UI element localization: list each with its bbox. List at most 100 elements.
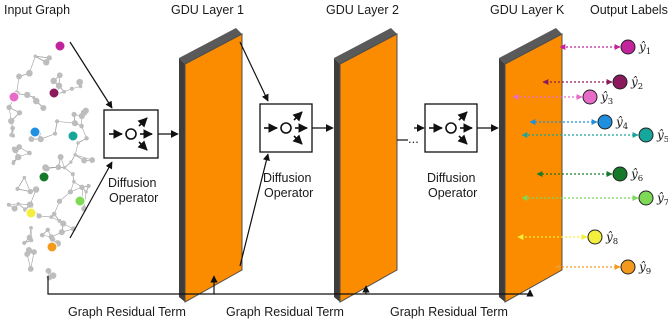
graph-node [50, 77, 57, 85]
graph-node [76, 78, 83, 86]
graph-node [31, 249, 37, 255]
graph-node [36, 213, 42, 219]
graph-node [22, 240, 27, 245]
graph-node [57, 218, 62, 223]
graph-node [11, 161, 16, 166]
graph-node [81, 157, 87, 164]
graph-node [28, 136, 35, 142]
residual-label-1: Graph Residual Term [68, 305, 186, 319]
output-label: ŷ6 [630, 167, 643, 184]
graph-labeled-node [67, 130, 79, 142]
graph-node [27, 188, 33, 195]
output-label: ŷ4 [615, 115, 628, 132]
graph-node [26, 150, 32, 156]
graph-node [73, 153, 77, 157]
graph-node [55, 164, 62, 171]
output-labels-title: Output Labels [590, 3, 668, 17]
gdu-layer-1 [179, 28, 243, 303]
gdu-layer-k [499, 28, 563, 303]
operator-k-label-line1: Diffusion [427, 171, 475, 185]
graph-node [11, 133, 16, 138]
layer1-to-op2-diag-arrow [239, 41, 269, 102]
graph-node [43, 165, 50, 172]
output-label: ŷ7 [656, 191, 668, 208]
input-graph [6, 40, 96, 281]
graph-node [72, 179, 76, 184]
graph-node [42, 59, 50, 66]
graph-node [24, 251, 30, 258]
output-node [638, 127, 654, 143]
graph-labeled-node [48, 87, 60, 99]
diffusion-operator-k: Diffusion Operator [424, 103, 478, 200]
graph-node [39, 232, 45, 238]
graph-labeled-node [38, 171, 50, 183]
output-label: ŷ3 [600, 90, 613, 107]
graph-node [84, 190, 88, 194]
graph-node [16, 144, 23, 150]
graph-node [11, 146, 16, 151]
graph-node [62, 166, 67, 170]
graph-node [6, 202, 11, 207]
output-node [587, 229, 603, 245]
graph-node [32, 186, 40, 193]
input-graph-label: Input Graph [4, 3, 70, 17]
graph-node [71, 111, 77, 117]
graph-node [33, 54, 38, 59]
graph-edge [75, 154, 93, 161]
diffusion-symbol-icon [264, 111, 308, 145]
operator-k-label-line2: Operator [428, 186, 477, 200]
output-node [597, 114, 613, 130]
operator-1-label-line2: Operator [109, 191, 158, 205]
operator-2-label-line1: Diffusion [263, 171, 311, 185]
graph-node [76, 141, 80, 145]
layer-1-title: GDU Layer 1 [171, 3, 244, 17]
graph-node [32, 97, 40, 105]
graph-node [67, 189, 74, 195]
graph-node [89, 157, 96, 163]
graph-node [60, 220, 67, 227]
output-node [612, 74, 628, 90]
residual-label-3: Graph Residual Term [390, 305, 508, 319]
graph-node [58, 229, 65, 236]
graph-node [56, 72, 63, 79]
graph-node [80, 109, 88, 116]
graph-residual-connections [47, 275, 534, 297]
diffusion-operator-1: Diffusion Operator [103, 109, 159, 205]
graph-node [37, 136, 44, 143]
graph-node [32, 95, 36, 100]
graph-node [84, 136, 89, 141]
graph-node [62, 89, 67, 94]
graph-node [22, 175, 27, 180]
graph-node [79, 184, 85, 190]
layer-2-title: GDU Layer 2 [326, 3, 399, 17]
graph-edge [17, 177, 25, 190]
graph-node [11, 205, 18, 212]
output-node [638, 190, 654, 206]
graph-node [6, 104, 12, 111]
graph-node [15, 186, 20, 191]
graph-node [16, 110, 23, 116]
layer1-to-op2-bottom-arrow [239, 153, 270, 267]
ellipsis: ... [408, 131, 419, 146]
graph-node [16, 73, 22, 80]
output-label: ŷ5 [656, 128, 668, 145]
graph-node [53, 131, 58, 136]
graph-node [49, 215, 54, 219]
graph-node [54, 119, 60, 124]
graph-node [57, 154, 64, 161]
graph-edge [74, 142, 79, 155]
graph-node [56, 198, 63, 204]
graph-node [45, 267, 52, 274]
graph-labeled-node [54, 40, 66, 52]
graph-to-operator-top-arrow [69, 41, 113, 109]
graph-node [29, 226, 33, 230]
operator-2-label-line2: Operator [264, 186, 313, 200]
graph-node [26, 201, 34, 209]
graph-node [46, 55, 52, 61]
output-label: ŷ2 [630, 75, 643, 92]
output-label: ŷ9 [638, 260, 651, 277]
graph-labeled-node [29, 126, 41, 138]
graph-node [15, 153, 22, 161]
